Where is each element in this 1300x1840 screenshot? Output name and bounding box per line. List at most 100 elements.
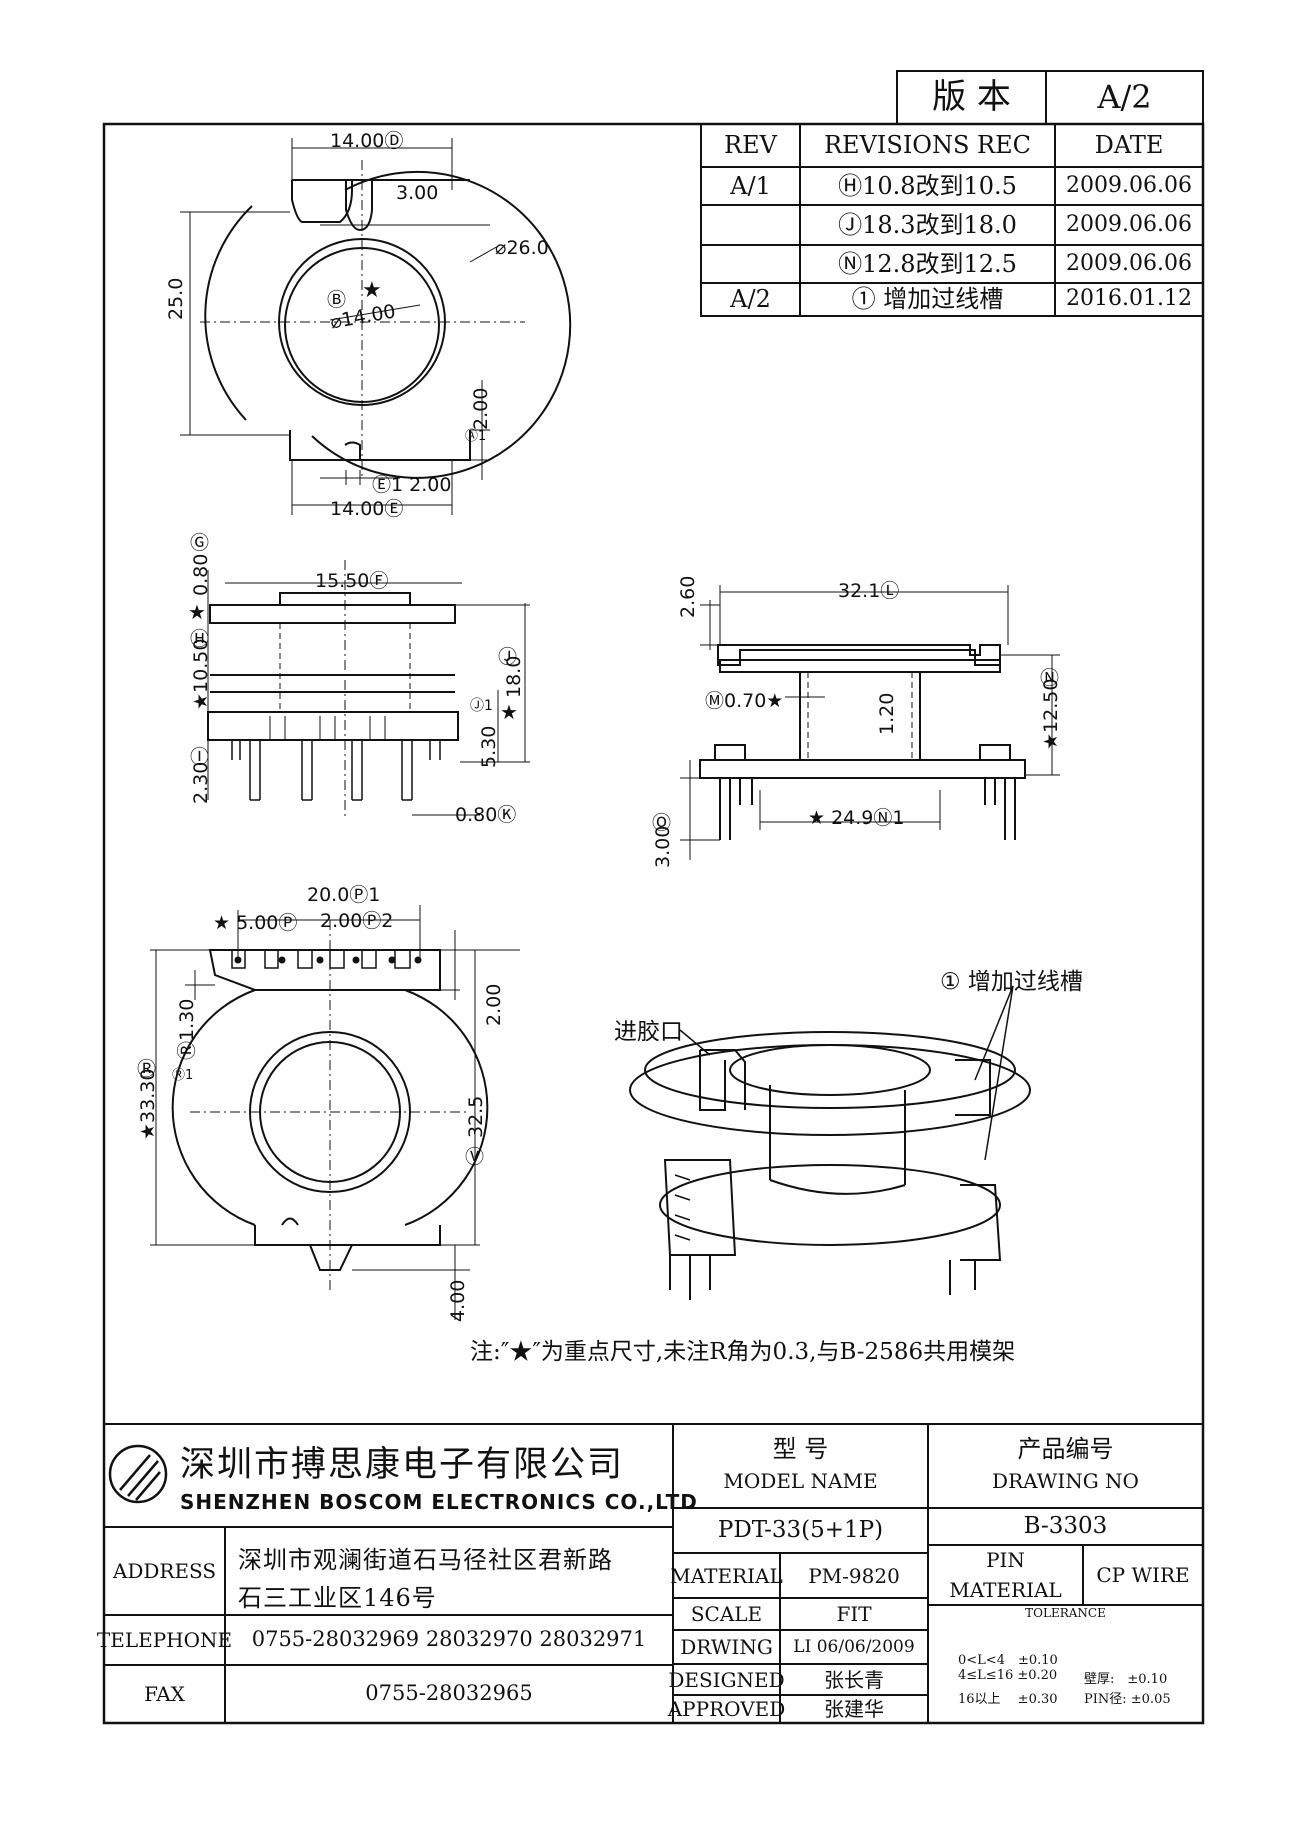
fax-value: 0755-28032965 — [365, 1681, 533, 1706]
dim-label: Ⓔ1 2.00 — [372, 474, 452, 496]
bottom-view-geometry — [150, 905, 520, 1320]
company-logo-icon — [108, 1444, 168, 1504]
pin-material-label: MATERIAL — [949, 1578, 1062, 1602]
dim-label: ★ 24.9Ⓝ1 — [808, 807, 905, 829]
table-row-date: 2009.06.06 — [1066, 172, 1192, 198]
address-label: ADDRESS — [112, 1559, 217, 1583]
dim-label: 25.0 — [165, 277, 187, 320]
dim-label: ★10.50 — [190, 638, 212, 710]
version-value: A/2 — [1097, 77, 1152, 116]
revision-table-border — [700, 123, 1204, 317]
dim-label: 2.00 — [470, 387, 492, 430]
drawing-note: 注:″★″为重点尺寸,未注R角为0.3,与B-2586共用模架 — [470, 1339, 1016, 1365]
dim-label: 18.0 — [503, 655, 525, 698]
designed-value: 张长青 — [824, 1667, 884, 1692]
dim-label: 0.80Ⓚ — [455, 804, 517, 826]
dim-label: Ⓖ — [190, 532, 210, 554]
scale-value: FIT — [836, 1602, 872, 1626]
dim-label: ★12.50 — [1040, 678, 1062, 750]
dim-label: Ⓞ — [652, 812, 672, 834]
model-value: PDT-33(5+1P) — [717, 1516, 884, 1543]
drwing-value: LI 06/06/2009 — [793, 1636, 915, 1657]
drawing-label-cn: 产品编号 — [1017, 1434, 1114, 1463]
pin-diameter: PIN径: ±0.05 — [1084, 1692, 1171, 1707]
dim-label: 2.30 — [190, 761, 212, 804]
dim-label: Ⓘ — [190, 746, 210, 768]
approved-value: 张建华 — [824, 1697, 884, 1721]
revisions-rec-header: REVISIONS REC — [823, 131, 1032, 160]
material-value: PM-9820 — [808, 1563, 900, 1588]
dim-label: Ⓡ1 — [172, 1068, 194, 1083]
tolerance-row: 0<L<4 ±0.10 — [958, 1653, 1058, 1668]
wall-thickness: 壁厚: ±0.10 — [1084, 1672, 1168, 1687]
dim-label: 32.5 — [465, 1095, 487, 1138]
table-row-rev — [701, 205, 800, 245]
table-row-rec: Ⓗ10.8改到10.5 — [838, 171, 1017, 200]
star-icon: ★ — [500, 700, 518, 724]
iso-view-geometry — [629, 985, 1031, 1300]
telephone-label: TELEPHONE — [96, 1628, 233, 1652]
address-line-1: 深圳市观澜街道石马径社区君新路 — [238, 1546, 613, 1574]
scale-label: SCALE — [690, 1602, 763, 1626]
dim-label: Ⓡ — [137, 1058, 157, 1080]
dim-label: Ⓡ1.30 — [176, 998, 198, 1060]
dim-label: 14.00Ⓔ — [330, 498, 404, 520]
table-row-rec: Ⓙ18.3改到18.0 — [838, 210, 1017, 239]
company-name-cn: 深圳市搏思康电子有限公司 — [180, 1445, 625, 1485]
dim-label: 14.00Ⓓ — [330, 130, 404, 152]
table-row-rec: ① 增加过线槽 — [851, 285, 1004, 314]
gate-label: 进胶口 — [614, 1019, 683, 1045]
material-label: MATERIAL — [670, 1563, 783, 1588]
dim-label: 2.60 — [677, 575, 699, 618]
table-row-rec: Ⓝ12.8改到12.5 — [838, 249, 1017, 278]
rev-header: REV — [724, 131, 777, 160]
fax-label: FAX — [144, 1682, 185, 1706]
side-view-geometry — [680, 585, 1060, 860]
dim-label: ★33.30 — [137, 1068, 159, 1140]
version-label: 版 本 — [932, 76, 1011, 117]
sheet-border — [102, 122, 1205, 1725]
address-line-2: 石三工业区146号 — [238, 1584, 437, 1612]
designed-label: DESIGNED — [668, 1667, 785, 1692]
dim-label: 2.00Ⓟ2 — [320, 910, 394, 932]
slot-callout: ① 增加过线槽 — [940, 969, 1083, 995]
pin-material-label: PIN — [986, 1548, 1025, 1572]
tolerance-row: 4≤L≤16 ±0.20 — [958, 1668, 1058, 1683]
table-row-rev — [701, 245, 800, 283]
dim-label: 20.0Ⓟ1 — [307, 884, 381, 906]
tolerance-label: TOLERANCE — [1025, 1606, 1106, 1621]
approved-label: APPROVED — [667, 1697, 786, 1721]
model-label-cn: 型 号 — [772, 1434, 829, 1463]
dim-label: Ⓙ — [498, 646, 518, 668]
table-row-rev: A/1 — [730, 171, 771, 200]
dim-label: Ⓗ — [190, 628, 210, 650]
dim-label: ⌀26.0 — [495, 237, 549, 259]
dim-label: Ⓜ0.70★ — [705, 690, 784, 712]
top-view-geometry — [180, 138, 572, 515]
front-view-geometry — [207, 560, 530, 820]
dim-label: Ⓐ1 — [465, 429, 487, 444]
table-row-rev: A/2 — [730, 285, 771, 314]
dim-label: 1.20 — [876, 692, 898, 735]
pin-material-value: CP WIRE — [1096, 1563, 1190, 1587]
dim-label: ★ 5.00Ⓟ — [213, 912, 298, 934]
dim-label: Ⓥ — [465, 1146, 485, 1168]
dim-label: 0.80 — [190, 553, 212, 596]
dim-label: 3.00 — [396, 182, 439, 204]
dim-label: 32.1Ⓛ — [838, 580, 900, 602]
date-header: DATE — [1094, 131, 1164, 160]
dim-label: 4.00 — [447, 1279, 469, 1322]
dim-label: 15.50Ⓕ — [315, 570, 389, 592]
dim-label: 3.00 — [652, 825, 674, 868]
telephone-value: 0755-28032969 28032970 28032971 — [251, 1627, 647, 1652]
dim-label: Ⓑ — [327, 289, 347, 311]
star-icon: ★ — [362, 278, 382, 303]
table-row-date: 2009.06.06 — [1066, 211, 1192, 237]
dim-label: Ⓝ — [1040, 667, 1060, 689]
company-name-en: SHENZHEN BOSCOM ELECTRONICS CO.,LTD — [180, 1490, 698, 1514]
table-row-date: 2009.06.06 — [1066, 250, 1192, 276]
table-row-date: 2016.01.12 — [1066, 286, 1192, 312]
dim-label: 2.00 — [483, 983, 505, 1026]
dim-label: 5.30 — [478, 725, 500, 768]
